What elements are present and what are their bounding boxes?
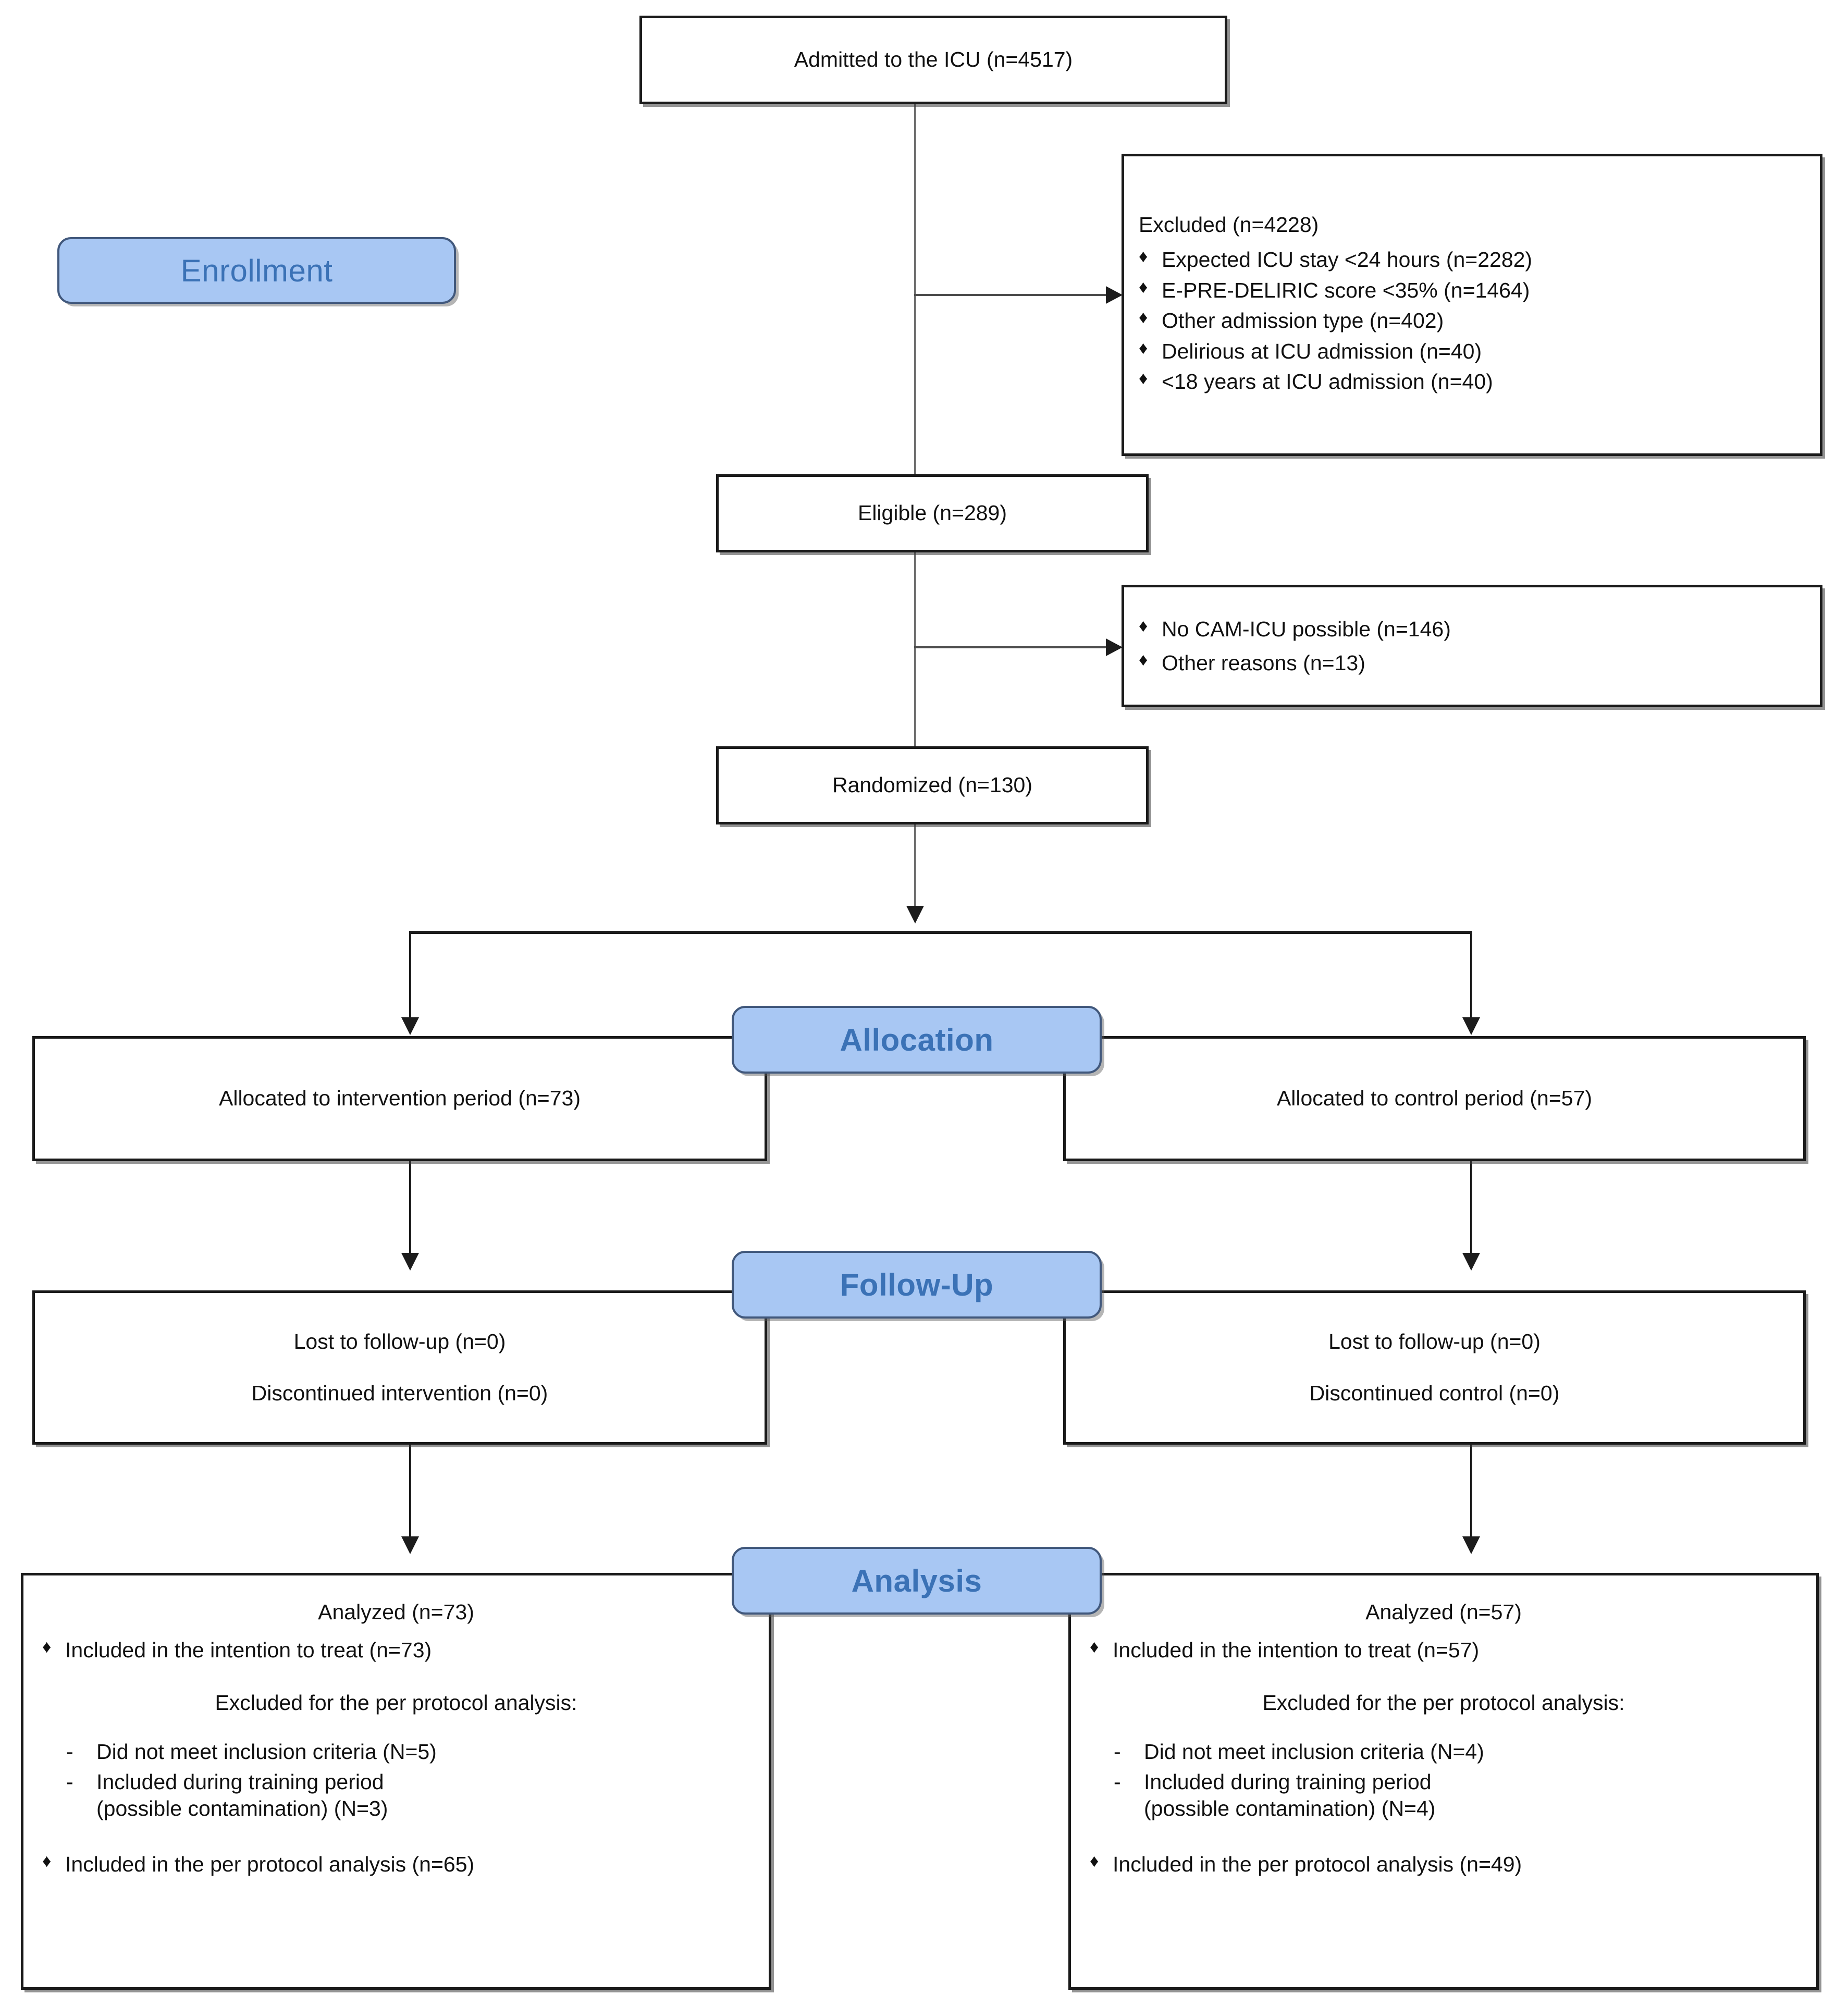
node-randomized: Randomized (n=130) <box>716 746 1149 824</box>
node-admitted-to-icu-text: Admitted to the ICU (n=4517) <box>794 47 1073 72</box>
node-allocated-control: Allocated to control period (n=57) <box>1063 1036 1806 1161</box>
connector-followup-left-to-analysis <box>409 1445 411 1549</box>
arrowhead-to-not-randomized <box>1106 638 1123 656</box>
node-randomized-text: Randomized (n=130) <box>832 773 1033 797</box>
arrowhead-randomized-down <box>906 906 924 924</box>
connector-alloc-left-to-followup <box>409 1161 411 1265</box>
node-allocated-intervention-text: Allocated to intervention period (n=73) <box>218 1086 581 1111</box>
stage-label-followup-text: Follow-Up <box>840 1267 994 1302</box>
stage-label-followup: Follow-Up <box>732 1251 1102 1319</box>
node-excluded: Excluded (n=4228) Expected ICU stay <24 … <box>1122 154 1822 456</box>
stage-label-allocation-text: Allocation <box>840 1022 994 1057</box>
stage-label-enrollment-text: Enrollment <box>180 253 333 288</box>
list-item: Included during training period (possibl… <box>35 1769 757 1823</box>
node-eligible-text: Eligible (n=289) <box>857 501 1007 525</box>
arrowhead-followup-left <box>401 1253 419 1271</box>
node-followup-control: Lost to follow-up (n=0) Discontinued con… <box>1063 1290 1806 1445</box>
arrowhead-to-excluded <box>1106 286 1123 304</box>
list-item: Delirious at ICU admission (n=40) <box>1131 337 1806 365</box>
arrowhead-alloc-right <box>1462 1017 1480 1035</box>
list-item: Other admission type (n=402) <box>1131 306 1806 334</box>
connector-to-excluded <box>914 294 1112 296</box>
node-excluded-heading: Excluded (n=4228) <box>1139 213 1319 237</box>
arrowhead-analysis-right <box>1462 1536 1480 1554</box>
node-eligible: Eligible (n=289) <box>716 474 1149 552</box>
node-followup-control-line2: Discontinued control (n=0) <box>1309 1381 1560 1405</box>
list-item: Expected ICU stay <24 hours (n=2282) <box>1131 245 1806 273</box>
stage-label-analysis-text: Analysis <box>851 1563 982 1598</box>
node-analysis-control: Analyzed (n=57) Included in the intentio… <box>1068 1573 1819 1990</box>
list-item: E-PRE-DELIRIC score <35% (n=1464) <box>1131 276 1806 304</box>
list-item: Did not meet inclusion criteria (N=5) <box>35 1739 757 1766</box>
list-item: Included during training period (possibl… <box>1082 1769 1805 1823</box>
list-item: No CAM-ICU possible (n=146) <box>1131 615 1806 643</box>
connector-alloc-right-to-followup <box>1470 1161 1472 1265</box>
stage-label-enrollment: Enrollment <box>57 237 456 304</box>
connector-split-right-drop <box>1470 931 1472 1030</box>
node-allocated-control-text: Allocated to control period (n=57) <box>1276 1086 1593 1111</box>
stage-label-allocation: Allocation <box>732 1006 1102 1074</box>
node-not-randomized-reasons: No CAM-ICU possible (n=146) Other reason… <box>1122 585 1822 707</box>
connector-eligible-to-randomized <box>914 552 916 748</box>
node-followup-intervention-line1: Lost to follow-up (n=0) <box>293 1329 506 1353</box>
stage-label-analysis: Analysis <box>732 1547 1102 1615</box>
connector-split-bar <box>409 931 1472 934</box>
list-item: Included in the per protocol analysis (n… <box>1082 1850 1805 1878</box>
node-followup-intervention: Lost to follow-up (n=0) Discontinued int… <box>32 1290 767 1445</box>
list-item: Other reasons (n=13) <box>1131 649 1806 676</box>
node-followup-intervention-line2: Discontinued intervention (n=0) <box>251 1381 548 1405</box>
node-not-randomized-list: No CAM-ICU possible (n=146) Other reason… <box>1131 609 1806 684</box>
node-analysis-control-analyzed: Analyzed (n=57) <box>1365 1600 1522 1624</box>
connector-followup-right-to-analysis <box>1470 1445 1472 1549</box>
node-followup-control-line1: Lost to follow-up (n=0) <box>1328 1329 1541 1353</box>
list-item: Included in the per protocol analysis (n… <box>35 1850 757 1878</box>
connector-admitted-to-eligible <box>914 104 916 474</box>
node-analysis-intervention-analyzed: Analyzed (n=73) <box>318 1600 474 1624</box>
list-item: Did not meet inclusion criteria (N=4) <box>1082 1739 1805 1766</box>
node-allocated-intervention: Allocated to intervention period (n=73) <box>32 1036 767 1161</box>
node-analysis-intervention: Analyzed (n=73) Included in the intentio… <box>21 1573 771 1990</box>
node-excluded-list: Expected ICU stay <24 hours (n=2282) E-P… <box>1131 243 1806 398</box>
connector-randomized-down <box>914 824 916 913</box>
connector-to-not-randomized <box>914 646 1112 648</box>
connector-split-left-drop <box>409 931 411 1030</box>
arrowhead-followup-right <box>1462 1253 1480 1271</box>
node-analysis-control-excl-heading: Excluded for the per protocol analysis: <box>1262 1690 1625 1715</box>
arrowhead-analysis-left <box>401 1536 419 1554</box>
list-item: Included in the intention to treat (n=57… <box>1082 1636 1805 1664</box>
node-analysis-intervention-excl-heading: Excluded for the per protocol analysis: <box>215 1690 577 1715</box>
list-item: <18 years at ICU admission (n=40) <box>1131 367 1806 395</box>
node-admitted-to-icu: Admitted to the ICU (n=4517) <box>639 16 1227 104</box>
arrowhead-alloc-left <box>401 1017 419 1035</box>
list-item: Included in the intention to treat (n=73… <box>35 1636 757 1664</box>
